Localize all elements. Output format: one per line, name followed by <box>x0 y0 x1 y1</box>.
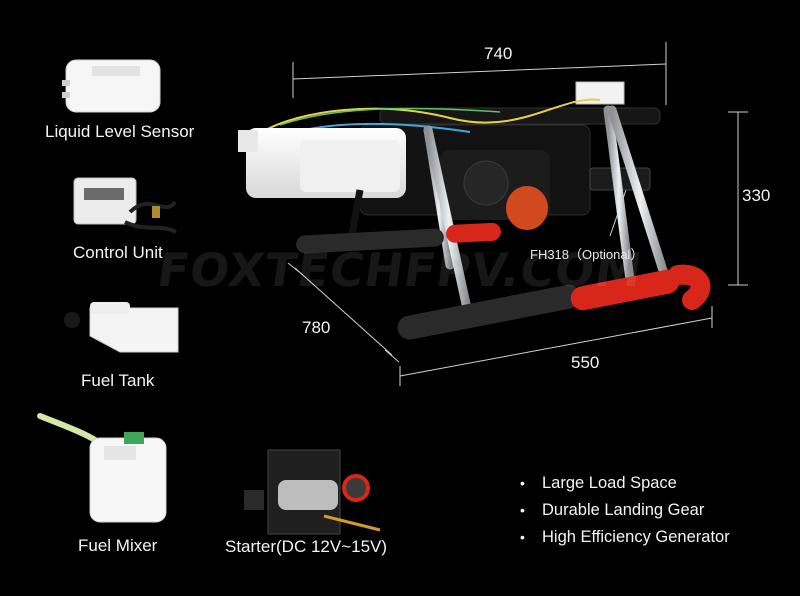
feature-text: Durable Landing Gear <box>542 501 705 519</box>
fuel-mixer-image <box>37 413 167 523</box>
fh318-callout: FH318（Optional） <box>530 247 644 262</box>
feature-item: • Large Load Space <box>520 470 730 497</box>
bullet-icon: • <box>520 475 525 491</box>
feature-list: •Large Load Space •Durable Landing Gear … <box>520 470 730 551</box>
fuel-tank-label: Fuel Tank <box>81 371 155 390</box>
liquid-level-sensor-image <box>62 59 161 113</box>
liquid-level-sensor-label: Liquid Level Sensor <box>45 122 195 141</box>
feature-item: • Durable Landing Gear <box>520 497 730 524</box>
frame-body <box>261 81 661 230</box>
fuel-tank-image <box>64 302 179 353</box>
starter-image <box>244 449 381 535</box>
dimension-base: 550 <box>571 353 600 372</box>
feature-text: High Efficiency Generator <box>542 528 730 546</box>
dimension-width: 740 <box>484 44 513 63</box>
bullet-icon: • <box>520 502 525 518</box>
dimension-height: 330 <box>742 186 771 205</box>
feature-text: Large Load Space <box>542 474 677 492</box>
tank-illustration <box>238 128 406 198</box>
starter-label: Starter(DC 12V~15V) <box>225 537 388 556</box>
skids <box>296 222 711 340</box>
dimension-length: 780 <box>302 318 331 337</box>
fuel-mixer-label: Fuel Mixer <box>78 536 158 555</box>
control-unit-label: Control Unit <box>73 243 163 262</box>
control-unit-image <box>73 177 177 234</box>
feature-item: • High Efficiency Generator <box>520 524 730 551</box>
bullet-icon: • <box>520 529 525 545</box>
landing-gear <box>346 105 673 327</box>
watermark-text: FOXTECHFPV.COM <box>154 243 646 297</box>
